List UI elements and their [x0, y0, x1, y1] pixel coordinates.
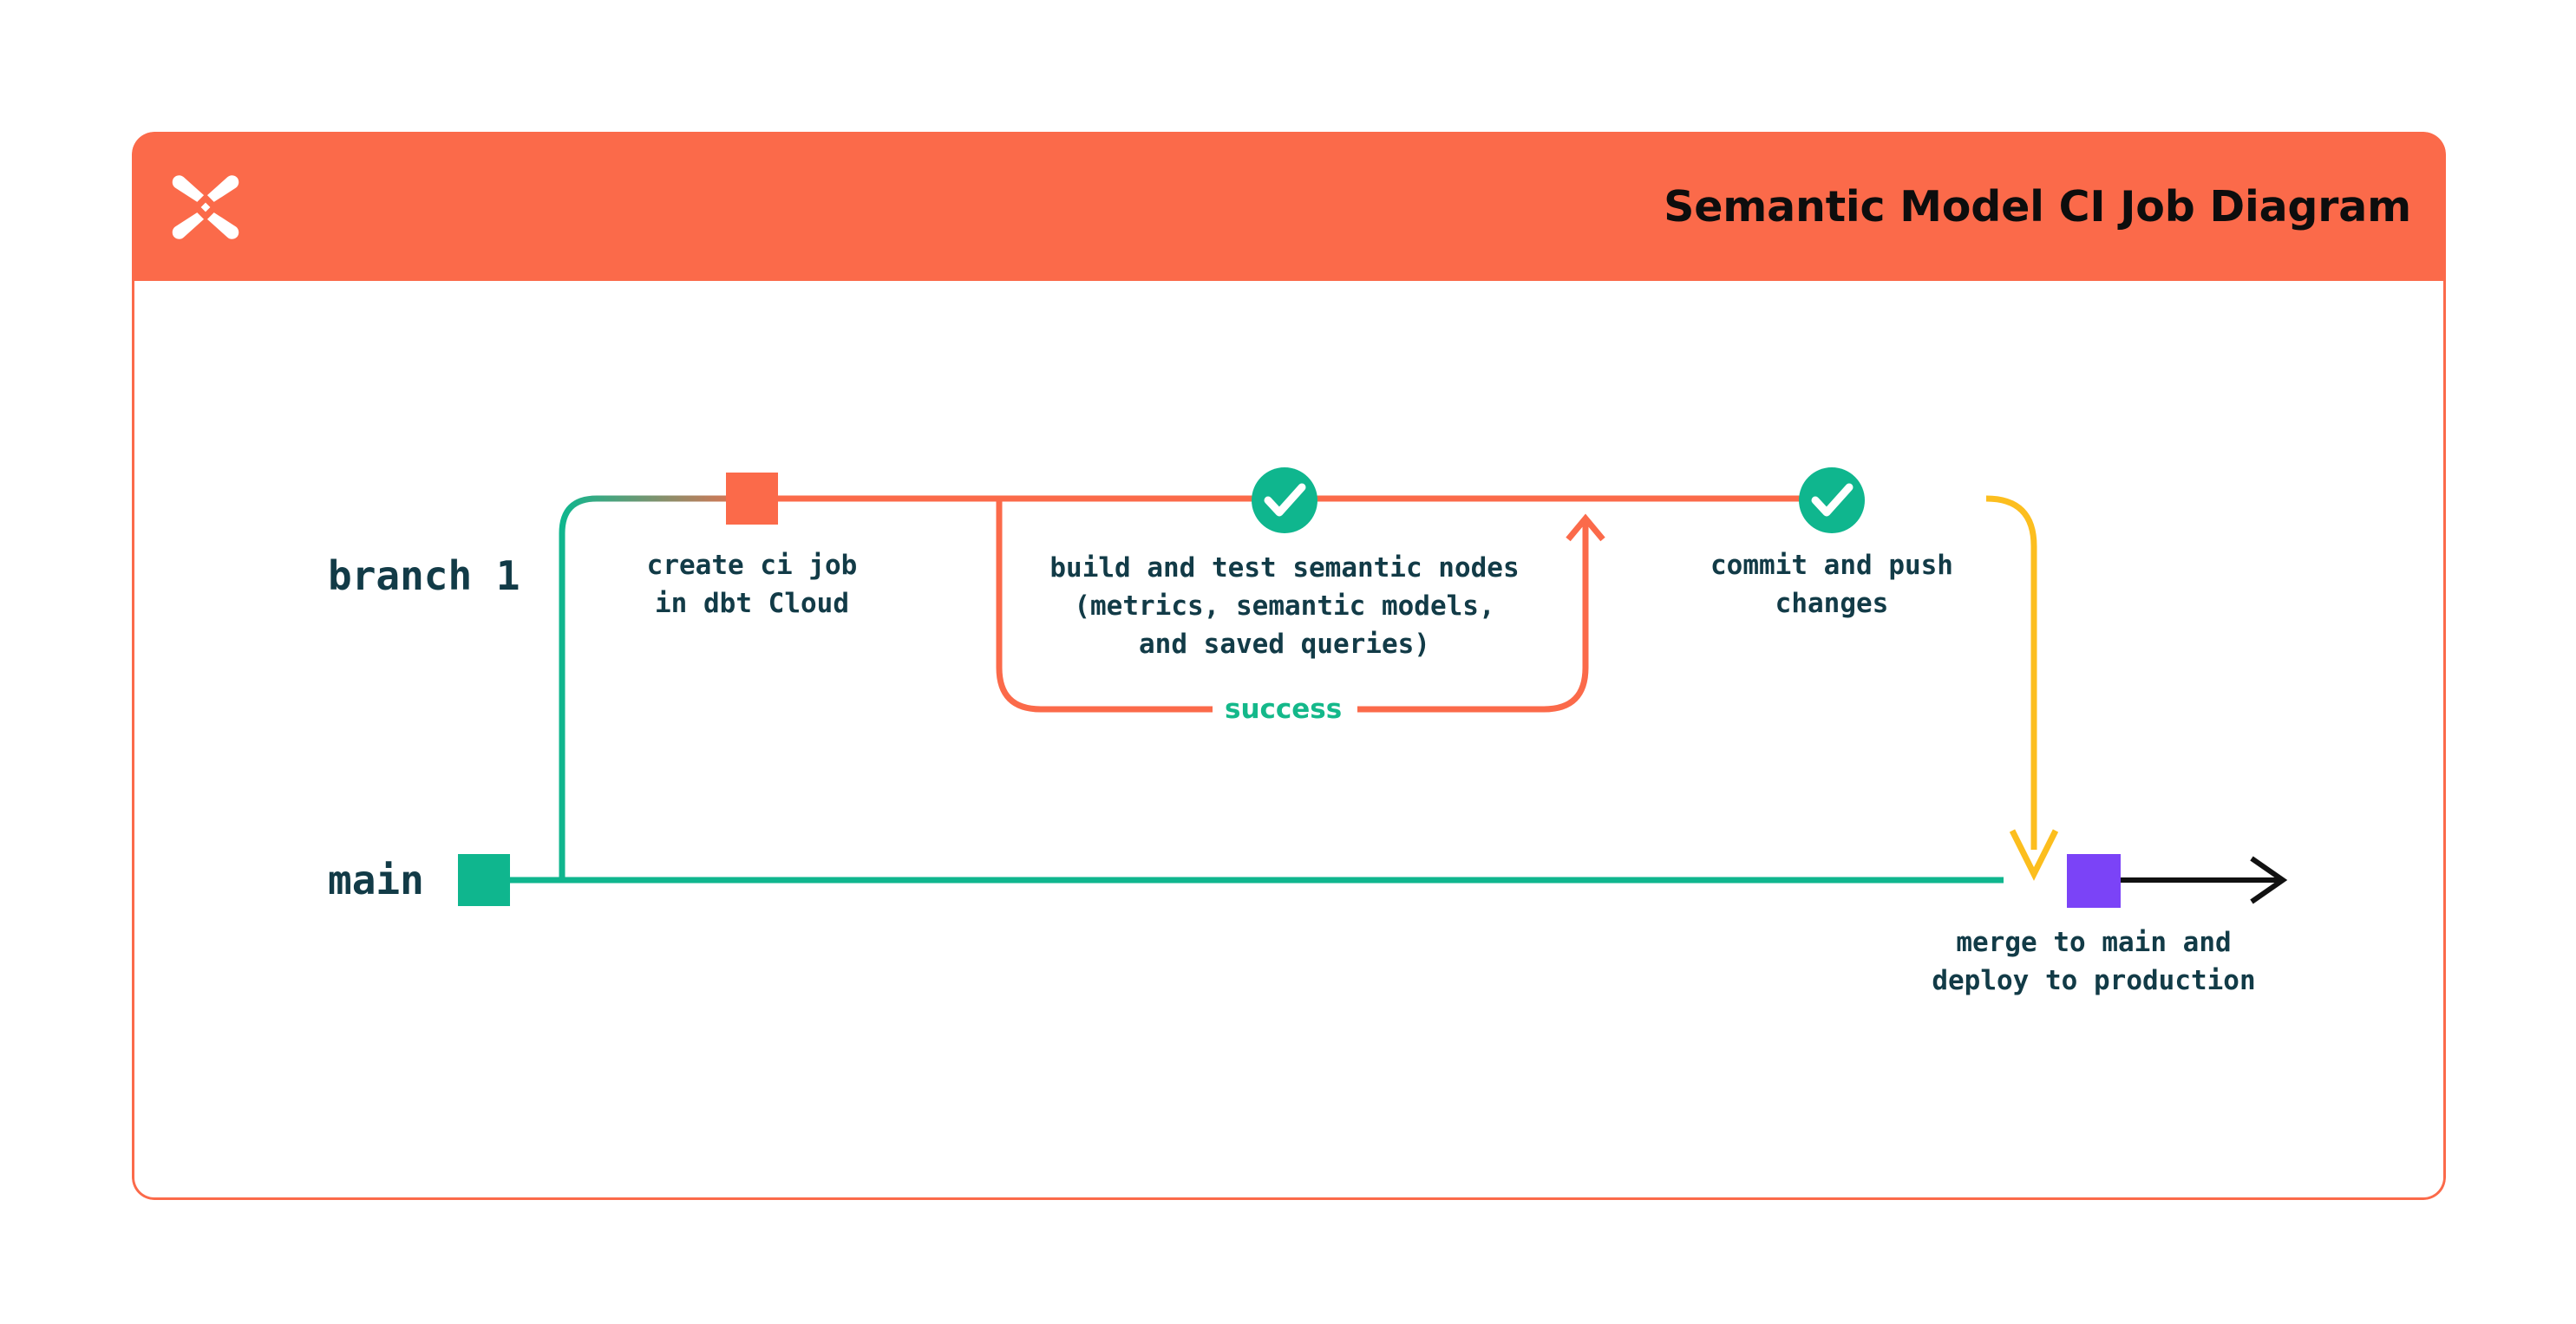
card-body [132, 281, 2446, 1200]
node-caption-merge-to-main: merge to main and deploy to production [1932, 927, 2256, 996]
card-header: Semantic Model CI Job Diagram [132, 132, 2446, 283]
success-loop-label: success [1225, 694, 1343, 725]
branch-label-main: main [328, 857, 424, 903]
branch-label-branch-1: branch 1 [328, 552, 520, 599]
page-title: Semantic Model CI Job Diagram [1664, 182, 2411, 232]
node-caption-commit-and-push: commit and push changes [1710, 550, 1953, 619]
dbt-x-logo-icon [163, 165, 248, 250]
node-caption-build-and-test: build and test semantic nodes (metrics, … [1049, 552, 1520, 660]
diagram-card: Semantic Model CI Job Diagram [132, 132, 2446, 1200]
node-caption-create-ci-job: create ci job in dbt Cloud [646, 550, 858, 619]
